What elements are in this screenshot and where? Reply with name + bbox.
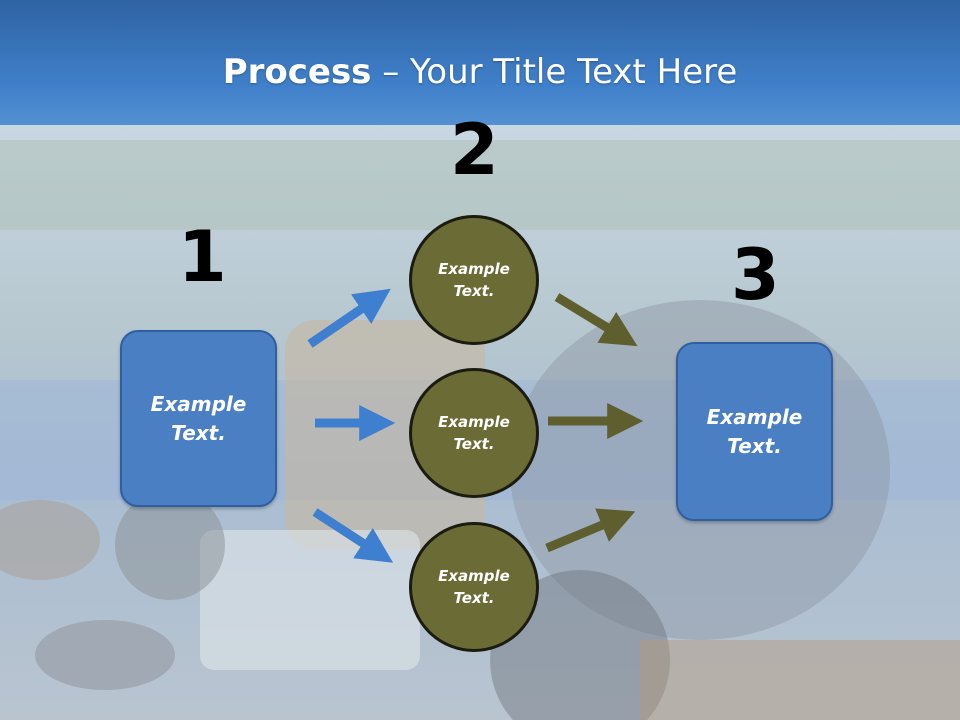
left-box-line2: Text. xyxy=(171,420,226,445)
circle-bottom-line1: Example xyxy=(438,566,510,585)
right-box-line1: Example xyxy=(706,404,803,429)
title-rest: – Your Title Text Here xyxy=(371,52,738,92)
circle-middle-line2: Text. xyxy=(453,435,495,453)
arrow-left-to-bottom xyxy=(312,508,394,563)
left-box-line1: Example xyxy=(150,391,247,416)
step-number-3: 3 xyxy=(731,234,780,316)
circle-middle-line1: Example xyxy=(438,412,510,431)
step-number-2: 2 xyxy=(450,109,499,191)
circle-bottom-line2: Text. xyxy=(453,589,495,607)
arrow-bottom-to-right xyxy=(545,508,636,553)
right-box-line2: Text. xyxy=(727,433,782,458)
circle-top-line2: Text. xyxy=(453,282,495,300)
arrow-top-to-right xyxy=(554,293,638,347)
step-number-1: 1 xyxy=(178,216,227,298)
circle-top-line1: Example xyxy=(438,259,510,278)
arrow-left-to-top xyxy=(307,288,391,348)
slide-title: Process – Your Title Text Here xyxy=(0,52,960,92)
title-bold: Process xyxy=(222,52,372,92)
